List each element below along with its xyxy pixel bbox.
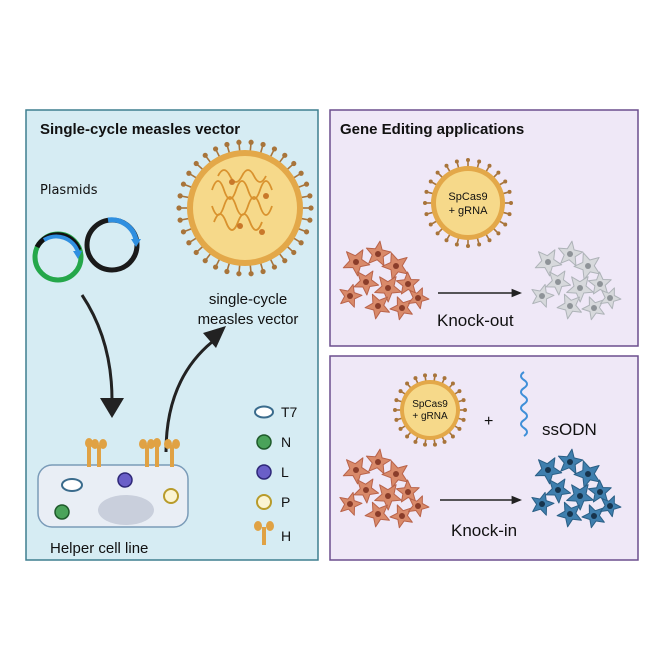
legend-t7-label: T7: [281, 404, 298, 420]
plasmids-label: Plasmids: [40, 183, 98, 198]
legend-h-label: H: [281, 528, 291, 544]
knockin-label: Knock-in: [451, 521, 517, 540]
legend-t7-icon: [254, 405, 274, 419]
cell-cluster-blue-knockin: [531, 448, 622, 529]
legend-n-icon: [256, 434, 272, 450]
ssodn-label: ssODN: [542, 420, 597, 439]
cell-cluster-orange-top: [339, 240, 430, 321]
plasmid-icon-right: [84, 217, 141, 273]
arrow-plasmid-to-helper: [80, 294, 114, 401]
bottom-virus-label-line1: SpCas9: [412, 399, 448, 410]
arrow-head-up: [203, 326, 226, 348]
vector-label-line1: single-cycle: [209, 291, 287, 308]
helper-cell-label: Helper cell line: [50, 540, 148, 557]
cas9-virus-icon-top: [423, 158, 513, 248]
ssodn-strand-icon: [520, 371, 528, 437]
cas9-virus-icon-bottom: [393, 373, 467, 447]
measles-vector-virus-icon: [176, 139, 314, 277]
legend-p-icon: [256, 494, 272, 510]
arrow-helper-to-vector: [164, 340, 213, 453]
legend: T7 N L P H: [254, 404, 298, 545]
helper-cell: [37, 438, 189, 528]
bottom-virus-label-line2: + gRNA: [412, 411, 448, 422]
right-top-panel: Gene Editing applications SpCas9 + gRNA …: [329, 109, 639, 347]
legend-h-icon: [254, 521, 274, 545]
legend-p-label: P: [281, 494, 290, 510]
right-panel-title: Gene Editing applications: [340, 121, 524, 138]
left-panel-title: Single-cycle measles vector: [40, 121, 240, 138]
knockout-label: Knock-out: [437, 311, 514, 330]
cell-cluster-gray-knockout: [531, 240, 622, 321]
right-bottom-panel: SpCas9 + gRNA + ssODN Knock-in: [329, 355, 639, 561]
plus-sign: +: [484, 413, 493, 430]
top-virus-label-line2: + gRNA: [449, 205, 488, 217]
plasmid-icon-left: [32, 231, 84, 283]
top-virus-label-line1: SpCas9: [448, 191, 487, 203]
legend-l-label: L: [281, 464, 289, 480]
vector-label-line2: measles vector: [198, 311, 299, 328]
cell-cluster-orange-bottom: [339, 448, 430, 529]
left-panel: Single-cycle measles vector Plasmids: [25, 109, 319, 561]
legend-l-icon: [256, 464, 272, 480]
arrow-head-down: [100, 398, 124, 418]
legend-n-label: N: [281, 434, 291, 450]
